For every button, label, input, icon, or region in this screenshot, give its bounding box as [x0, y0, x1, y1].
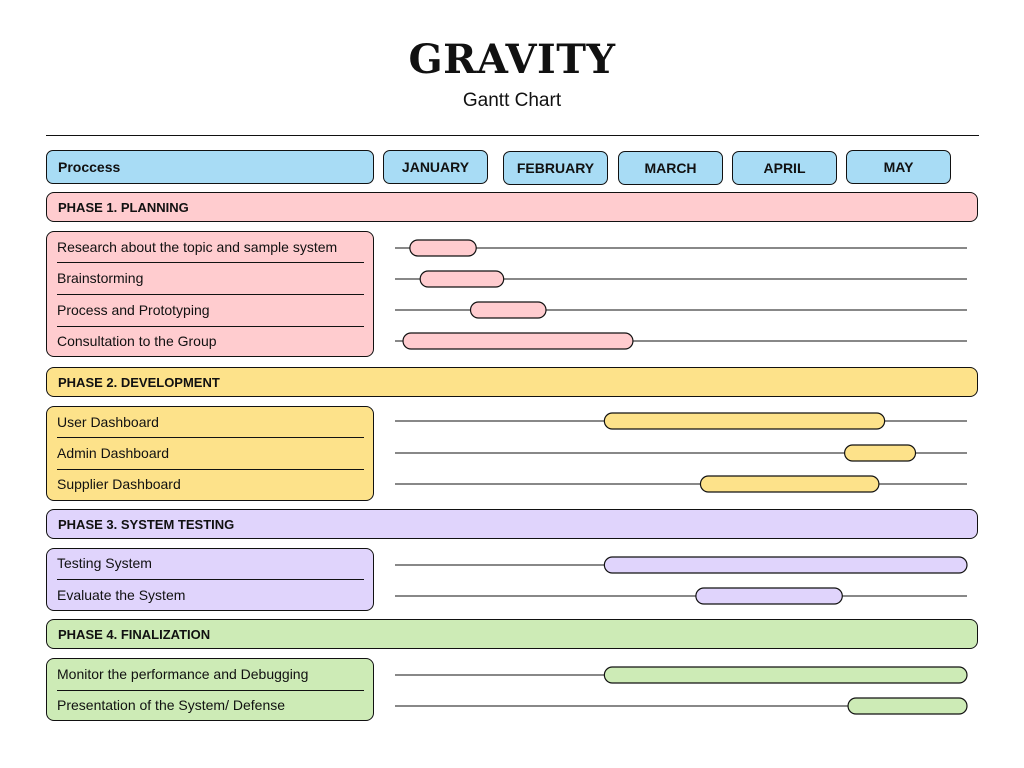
task-label: Supplier Dashboard — [57, 476, 181, 492]
month-header-may: MAY — [846, 150, 951, 184]
task-divider — [57, 294, 364, 295]
gantt-bar — [603, 666, 968, 684]
phase-band-system-testing: PHASE 3. SYSTEM TESTING — [46, 509, 978, 539]
gantt-bar — [409, 239, 477, 257]
gantt-bar — [603, 412, 886, 430]
gantt-bar — [419, 270, 505, 288]
month-header-march: MARCH — [618, 151, 723, 185]
task-label: Research about the topic and sample syst… — [57, 239, 338, 255]
task-divider — [57, 579, 364, 580]
task-divider — [57, 469, 364, 470]
gantt-bar — [699, 475, 880, 493]
process-header: Proccess — [46, 150, 374, 184]
task-label: Evaluate the System — [57, 587, 186, 603]
month-header-april: APRIL — [732, 151, 837, 185]
month-header-february: FEBRUARY — [503, 151, 608, 185]
task-divider — [57, 262, 364, 263]
task-divider — [57, 326, 364, 327]
task-divider — [57, 690, 364, 691]
task-group-finalization — [46, 658, 374, 721]
gantt-bar — [843, 444, 917, 462]
chart-subtitle: Gantt Chart — [462, 90, 562, 111]
task-group-development — [46, 406, 374, 501]
task-label: Monitor the performance and Debugging — [57, 666, 309, 682]
gantt-bar — [603, 556, 968, 574]
task-label: Brainstorming — [57, 270, 144, 286]
task-divider — [57, 437, 364, 438]
task-label: Presentation of the System/ Defense — [57, 697, 286, 713]
title-divider — [46, 135, 979, 136]
task-label: Process and Prototyping — [57, 302, 210, 318]
task-label: Consultation to the Group — [57, 333, 217, 349]
phase-band-planning: PHASE 1. PLANNING — [46, 192, 978, 222]
task-label: User Dashboard — [57, 414, 159, 430]
gantt-bar — [847, 697, 968, 715]
phase-band-finalization: PHASE 4. FINALIZATION — [46, 619, 978, 649]
task-label: Testing System — [57, 555, 152, 571]
gantt-bar — [402, 332, 634, 350]
gantt-bar — [695, 587, 843, 605]
chart-title: GRAVITY — [408, 36, 616, 83]
task-label: Admin Dashboard — [57, 445, 170, 461]
gantt-bar — [469, 301, 547, 319]
month-header-january: JANUARY — [383, 150, 488, 184]
phase-band-development: PHASE 2. DEVELOPMENT — [46, 367, 978, 397]
